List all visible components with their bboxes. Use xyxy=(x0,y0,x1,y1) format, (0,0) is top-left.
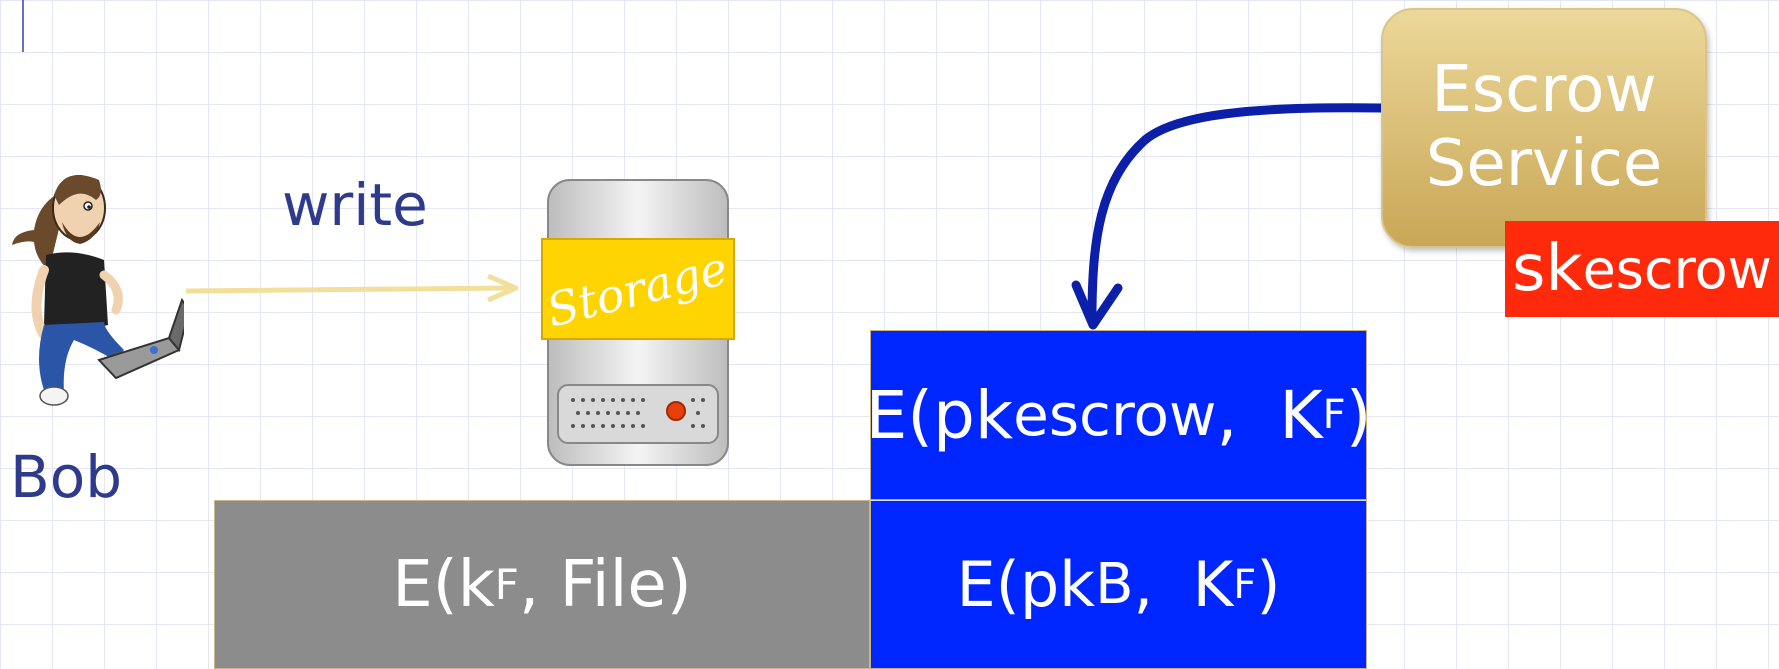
block-suffix: ) xyxy=(1256,548,1281,621)
block-middle: , K xyxy=(1216,376,1323,454)
write-arrow xyxy=(185,273,519,303)
block-subscript: B xyxy=(1095,552,1134,617)
slide-edge-mark xyxy=(22,0,24,52)
block-subscript: escrow xyxy=(1013,381,1217,449)
block-subscript-2: F xyxy=(1322,392,1346,438)
block-suffix: , File) xyxy=(518,547,692,622)
sk-base: sk xyxy=(1512,232,1583,306)
block-prefix: E(pk xyxy=(956,548,1096,621)
block-subscript-2: F xyxy=(1233,561,1257,608)
write-label: write xyxy=(282,171,428,239)
block-prefix: E(pk xyxy=(865,376,1014,454)
block-prefix: E(k xyxy=(392,547,495,622)
sk-subscript: escrow xyxy=(1582,237,1772,301)
hard-drive-icon: Storage xyxy=(541,179,735,466)
escrow-service-box: Escrow Service xyxy=(1381,8,1707,248)
block-suffix: ) xyxy=(1345,376,1372,454)
bob-label: Bob xyxy=(10,443,123,511)
escrow-service-line2: Service xyxy=(1425,127,1663,201)
escrow-to-storage-arrow xyxy=(1071,103,1386,330)
escrow-service-line1: Escrow xyxy=(1431,53,1657,128)
block-subscript: F xyxy=(494,560,519,609)
block-middle: , K xyxy=(1133,548,1234,621)
person-with-laptop-icon xyxy=(12,175,184,406)
